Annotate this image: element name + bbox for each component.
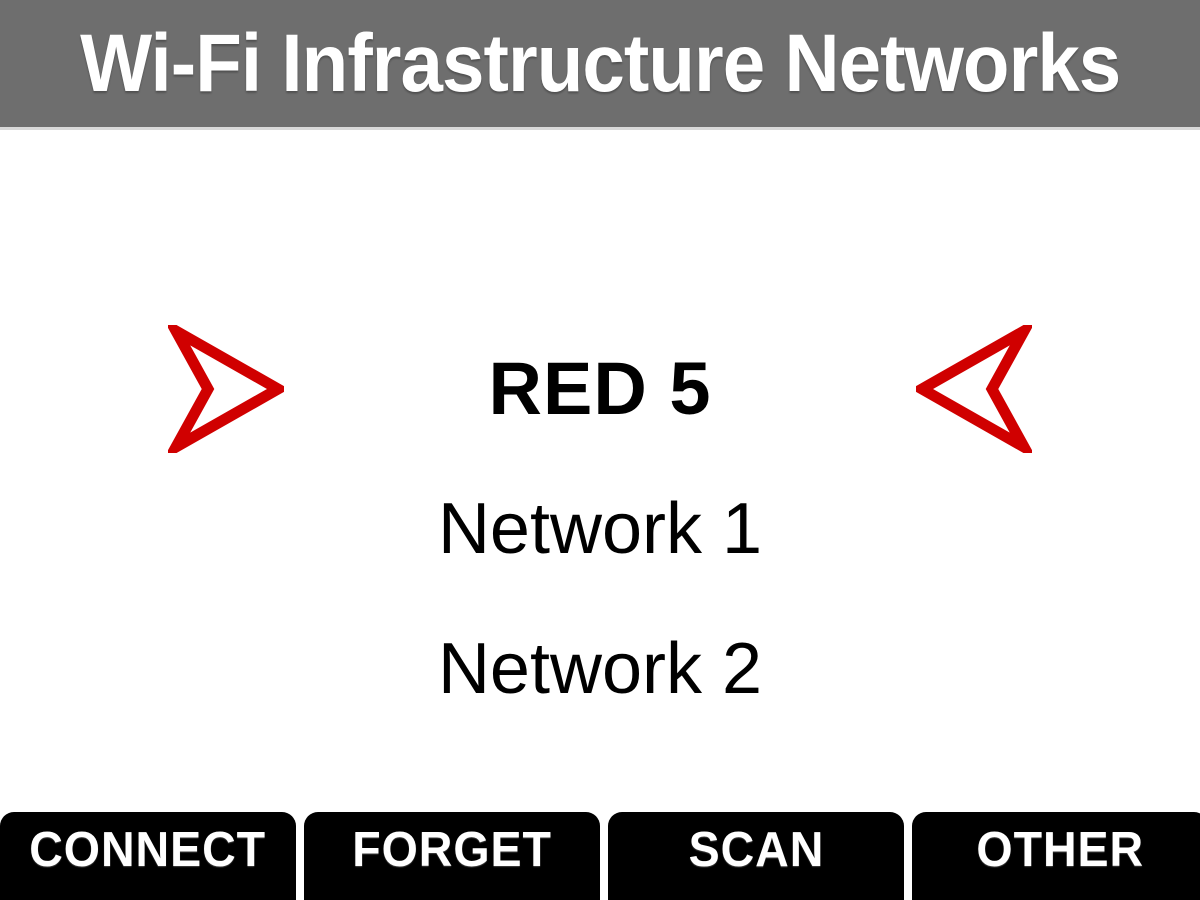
network-list-item[interactable]: Network 1 — [0, 474, 1200, 584]
title-bar: Wi-Fi Infrastructure Networks — [0, 0, 1200, 130]
arrow-left-outline-icon — [916, 325, 1032, 453]
bottom-button-bar: CONNECT FORGET SCAN OTHER — [0, 812, 1200, 900]
scan-button[interactable]: SCAN — [608, 812, 904, 900]
page-title: Wi-Fi Infrastructure Networks — [79, 17, 1121, 109]
network-name: Network 1 — [437, 489, 763, 569]
forget-button[interactable]: FORGET — [304, 812, 600, 900]
network-list-item-selected[interactable]: RED 5 — [0, 325, 1200, 453]
arrow-right-outline-icon — [168, 325, 284, 453]
network-list: RED 5 Network 1 Network 2 — [0, 130, 1200, 900]
connect-button[interactable]: CONNECT — [0, 812, 296, 900]
network-list-item[interactable]: Network 2 — [0, 614, 1200, 724]
other-button-label: OTHER — [976, 822, 1144, 877]
network-name: RED 5 — [488, 347, 712, 430]
forget-button-label: FORGET — [352, 822, 552, 877]
connect-button-label: CONNECT — [29, 822, 267, 877]
scan-button-label: SCAN — [688, 822, 824, 877]
network-name: Network 2 — [437, 629, 763, 709]
other-button[interactable]: OTHER — [912, 812, 1200, 900]
